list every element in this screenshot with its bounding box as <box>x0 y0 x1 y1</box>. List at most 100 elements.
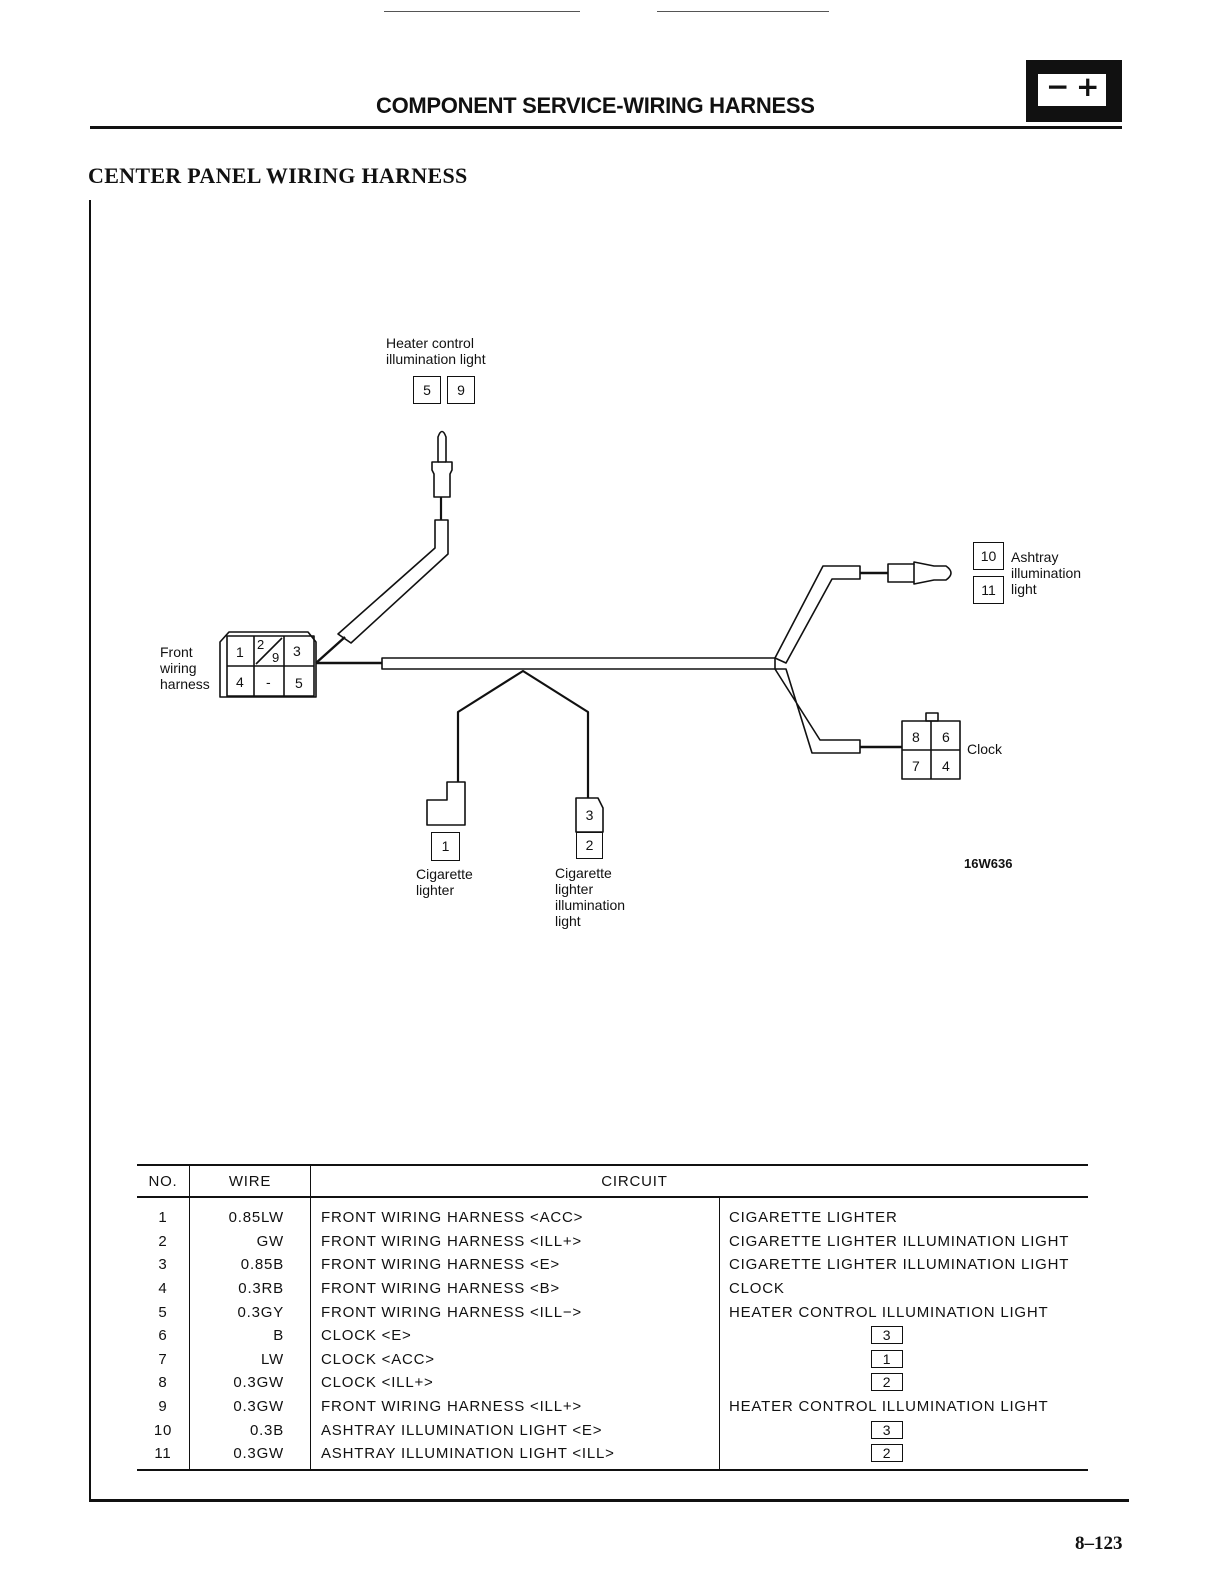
heater-label-line1: Heater control <box>386 335 474 351</box>
ashtray-pin-11: 11 <box>973 576 1004 604</box>
clock-branch <box>774 668 861 754</box>
cell-no: 4 <box>137 1276 190 1301</box>
front-pin-1: 1 <box>236 644 244 660</box>
cig-illum-connector <box>575 797 604 833</box>
cell-no: 3 <box>137 1253 190 1277</box>
destination-pin-box: 1 <box>871 1349 903 1368</box>
front-label-line2: wiring <box>160 660 197 676</box>
heater-pin-5: 5 <box>413 376 441 404</box>
battery-terminal-panel: − + <box>1038 70 1106 106</box>
destination-pin-box: 3 <box>871 1326 903 1345</box>
cig-lighter-pin-1: 1 <box>431 832 460 861</box>
cell-destination: 1 <box>720 1348 1089 1372</box>
front-harness-label: Front wiring harness <box>160 644 210 692</box>
cell-wire: LW <box>189 1347 311 1372</box>
cig-illum-label-line4: light <box>555 913 581 929</box>
cell-no: 1 <box>137 1197 190 1230</box>
clock-label: Clock <box>967 741 1003 757</box>
header-wire: WIRE <box>189 1164 311 1198</box>
cell-circuit: FRONT WIRING HARNESS <E> <box>310 1253 720 1277</box>
cig-lighter-connector <box>426 781 466 826</box>
front-pin-4: 4 <box>236 674 244 690</box>
clock-pin-7: 7 <box>912 758 920 774</box>
page-number: 8–123 <box>1075 1533 1123 1554</box>
header-circuit: CIRCUIT <box>310 1164 1088 1198</box>
cell-circuit: ASHTRAY ILLUMINATION LIGHT <ILL> <box>310 1441 720 1471</box>
front-pin-blank: - <box>266 674 271 690</box>
header-rule <box>90 126 1122 129</box>
ashtray-label: Ashtray illumination light <box>1011 549 1081 597</box>
cell-destination: 2 <box>719 1441 1088 1471</box>
front-connector-housing <box>219 631 317 698</box>
heater-pin-9: 9 <box>447 376 475 404</box>
front-pin-2: 2 <box>257 637 265 652</box>
top-rule-right <box>657 11 829 12</box>
ashtray-bulb <box>887 561 952 585</box>
cig-illum-label-line3: illumination <box>555 897 626 913</box>
top-rule-left <box>384 11 580 12</box>
cell-destination: CIGARETTE LIGHTER <box>729 1209 898 1227</box>
cell-no: 2 <box>137 1229 190 1254</box>
cell-circuit: CLOCK <ILL+> <box>310 1371 720 1395</box>
cell-destination: CIGARETTE LIGHTER ILLUMINATION LIGHT <box>729 1232 1070 1250</box>
lead-to-heater <box>315 636 346 664</box>
cig-illum-label-line2: lighter <box>555 881 594 897</box>
cig-illum-pin-2: 2 <box>576 832 603 859</box>
cell-destination: 2 <box>720 1371 1089 1395</box>
cell-circuit: FRONT WIRING HARNESS <ACC> <box>310 1197 720 1230</box>
cell-wire: 0.3GW <box>189 1441 311 1471</box>
cell-circuit: FRONT WIRING HARNESS <B> <box>310 1276 720 1301</box>
cell-wire: 0.3GW <box>189 1371 311 1395</box>
diagram-code: 16W636 <box>964 856 1013 871</box>
clock-pin-6: 6 <box>942 729 950 745</box>
cell-destination: 3 <box>720 1324 1089 1348</box>
cell-no: 11 <box>137 1441 190 1471</box>
destination-pin-box: 2 <box>871 1373 903 1392</box>
cell-circuit: ASHTRAY ILLUMINATION LIGHT <E> <box>310 1418 720 1442</box>
front-pin-3: 3 <box>293 643 301 659</box>
cig-illum-label: Cigarette lighter illumination light <box>555 865 625 929</box>
cell-no: 6 <box>137 1323 190 1348</box>
cig-illum-label-line1: Cigarette <box>555 865 612 881</box>
front-pin-5: 5 <box>295 675 303 691</box>
cell-destination: HEATER CONTROL ILLUMINATION LIGHT <box>729 1303 1049 1321</box>
ashtray-label-line2: illumination <box>1011 565 1082 581</box>
cig-lighter-label-line2: lighter <box>416 882 455 898</box>
cell-circuit: CLOCK <E> <box>310 1323 720 1348</box>
cell-no: 8 <box>137 1371 190 1395</box>
cell-wire: GW <box>189 1229 311 1254</box>
cell-wire: 0.3RB <box>189 1276 311 1301</box>
heater-label: Heater control illumination light <box>386 335 486 367</box>
cell-destination: CIGARETTE LIGHTER ILLUMINATION LIGHT <box>729 1256 1070 1274</box>
cell-no: 10 <box>137 1418 190 1442</box>
heater-branch <box>337 519 449 644</box>
plus-icon: + <box>1076 70 1100 103</box>
cell-wire: 0.3GY <box>189 1300 311 1324</box>
cell-no: 9 <box>137 1394 190 1419</box>
heater-label-line2: illumination light <box>386 351 486 367</box>
cig-illum-pin-3: 3 <box>585 807 594 823</box>
cell-destination: HEATER CONTROL ILLUMINATION LIGHT <box>729 1398 1049 1416</box>
clock-pin-4: 4 <box>942 758 950 774</box>
ashtray-label-line1: Ashtray <box>1011 549 1059 565</box>
frame-left-border <box>89 200 91 1502</box>
cell-wire: 0.85LW <box>189 1197 311 1230</box>
cell-destination: CLOCK <box>729 1280 785 1298</box>
front-label-line1: Front <box>160 644 193 660</box>
cell-wire: 0.85B <box>189 1253 311 1277</box>
front-pin-split <box>255 637 283 665</box>
cell-no: 5 <box>137 1300 190 1324</box>
page-title: COMPONENT SERVICE-WIRING HARNESS <box>376 93 815 118</box>
cell-circuit: FRONT WIRING HARNESS <ILL−> <box>310 1300 720 1324</box>
